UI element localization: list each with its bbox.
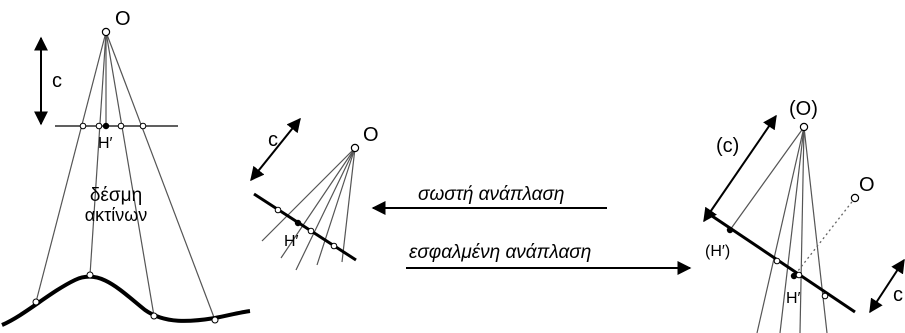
correct-reconstruction-label: σωστή ανάπλαση bbox=[418, 184, 564, 205]
left-ray-bundle bbox=[35, 31, 216, 321]
left-plane-point-3 bbox=[117, 122, 125, 130]
left-center-label: O bbox=[115, 8, 131, 30]
middle-principal-point bbox=[294, 219, 302, 227]
right-plane-point-3 bbox=[821, 292, 829, 300]
right-true-principal-point bbox=[790, 272, 798, 280]
right-projected-center bbox=[799, 122, 809, 132]
right-projected-principal-point bbox=[726, 226, 734, 234]
right-projected-focal-label: (c) bbox=[716, 135, 739, 157]
bundle-label-line2: ακτίνων bbox=[85, 205, 148, 225]
right-image-plane bbox=[711, 214, 856, 314]
right-panel: (O) O (c) c (H′) H′ bbox=[703, 98, 905, 333]
left-plane-point-1 bbox=[79, 122, 87, 130]
right-projected-principal-label: (H′) bbox=[705, 243, 730, 260]
bundle-label-line1: δέσμη bbox=[90, 185, 142, 206]
terrain-point-3 bbox=[150, 312, 158, 320]
wrong-reconstruction-label: εσφαλμένη ανάπλαση bbox=[409, 242, 591, 263]
reconstruction-arrows: σωστή ανάπλαση εσφαλμένη ανάπλαση bbox=[371, 184, 692, 275]
left-plane-point-4 bbox=[139, 122, 147, 130]
left-focal-label: c bbox=[52, 70, 62, 92]
right-true-focal-arrow bbox=[869, 258, 905, 314]
right-true-focal-label: c bbox=[893, 284, 903, 306]
right-plane-point-1 bbox=[773, 257, 781, 265]
left-projection-center bbox=[101, 27, 111, 37]
middle-center-label: O bbox=[363, 124, 379, 146]
terrain-point-1 bbox=[32, 298, 40, 306]
terrain-point-4 bbox=[211, 316, 219, 324]
right-projected-center-label: (O) bbox=[789, 98, 818, 120]
right-ray-bundle bbox=[729, 126, 828, 333]
left-plane-point-2 bbox=[95, 122, 103, 130]
left-panel: O c H′ δέσμη ακτίνων bbox=[1, 8, 251, 327]
terrain-point-2 bbox=[86, 271, 94, 279]
middle-plane-point-3 bbox=[330, 242, 338, 250]
right-true-principal-label: H′ bbox=[786, 290, 801, 307]
left-principal-label: H′ bbox=[98, 135, 113, 152]
terrain-curve bbox=[1, 274, 251, 327]
middle-ray-bundle bbox=[261, 147, 356, 271]
middle-plane-point-1 bbox=[274, 206, 282, 214]
middle-image-plane bbox=[253, 192, 357, 262]
right-true-center bbox=[850, 193, 860, 203]
right-true-principal-ray bbox=[793, 197, 856, 277]
middle-plane-point-2 bbox=[307, 227, 315, 235]
middle-focal-arrow bbox=[250, 117, 301, 182]
right-projected-focal-arrow bbox=[703, 114, 777, 223]
middle-panel: O c H′ bbox=[250, 117, 379, 271]
middle-principal-label: H′ bbox=[284, 233, 299, 250]
middle-projection-center bbox=[350, 143, 360, 153]
right-true-center-label: O bbox=[859, 174, 875, 196]
right-plane-point-2 bbox=[795, 271, 803, 279]
middle-focal-label: c bbox=[268, 129, 278, 151]
left-principal-point bbox=[102, 122, 110, 130]
